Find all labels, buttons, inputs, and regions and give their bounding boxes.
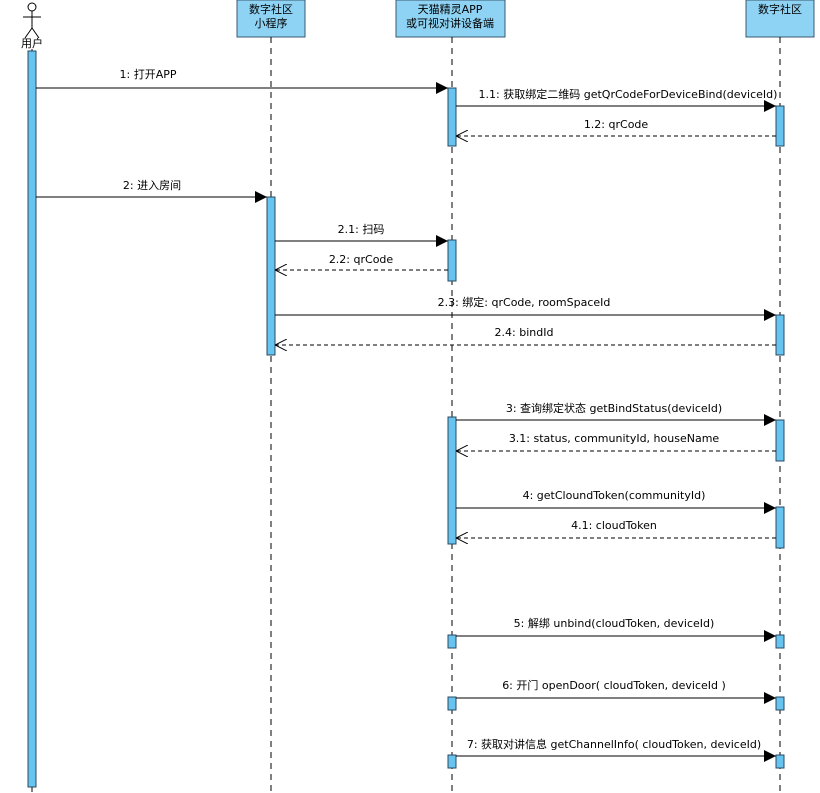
- message-2-3: 2.3: 绑定: qrCode, roomSpaceId: [275, 295, 776, 321]
- participant-label-line1: 数字社区: [249, 2, 293, 16]
- actor-head-icon: [27, 2, 37, 12]
- activation-bar: [447, 754, 457, 769]
- activation-bar: [447, 416, 457, 545]
- message-2-1: 2.1: 扫码: [275, 223, 448, 247]
- activation-bar: [266, 196, 276, 356]
- activation-bar: [27, 50, 37, 788]
- message-1-1: 1.1: 获取绑定二维码 getQrCodeForDeviceBind(devi…: [456, 87, 778, 112]
- participant-label-line1: 数字社区: [758, 2, 802, 16]
- message-label: 2: 进入房间: [123, 179, 181, 192]
- activation-bar: [775, 419, 785, 462]
- activation-bars: [27, 50, 785, 788]
- message-label: 1.1: 获取绑定二维码 getQrCodeForDeviceBind(devi…: [479, 87, 778, 101]
- activation-bar: [447, 696, 457, 711]
- message-6: 6: 开门 openDoor( cloudToken, deviceId ): [456, 678, 776, 704]
- message-label: 1: 打开APP: [120, 67, 177, 81]
- message-label: 4: getCloundToken(communityId): [523, 489, 706, 502]
- message-label: 2.3: 绑定: qrCode, roomSpaceId: [438, 295, 611, 309]
- message-4-1: 4.1: cloudToken: [456, 519, 776, 538]
- participant-mini-program: 数字社区 小程序: [236, 0, 306, 38]
- message-2-4: 2.4: bindId: [275, 326, 776, 345]
- activation-bar: [447, 239, 457, 282]
- activation-bar: [775, 506, 785, 549]
- participant-label-line1: 天猫精灵APP: [418, 3, 483, 16]
- message-3: 3: 查询绑定状态 getBindStatus(deviceId): [456, 401, 776, 426]
- activation-bar: [447, 634, 457, 649]
- actor-user: 用户: [21, 2, 43, 50]
- message-label: 1.2: qrCode: [584, 118, 649, 131]
- activation-bar: [775, 314, 785, 356]
- message-label: 7: 获取对讲信息 getChannelInfo( cloudToken, de…: [467, 737, 761, 751]
- message-label: 3: 查询绑定状态 getBindStatus(deviceId): [506, 401, 722, 415]
- message-label: 2.4: bindId: [495, 326, 554, 339]
- participant-label-line2: 或可视对讲设备端: [406, 16, 494, 30]
- message-7: 7: 获取对讲信息 getChannelInfo( cloudToken, de…: [456, 737, 776, 762]
- activation-bar: [775, 634, 785, 649]
- message-label: 6: 开门 openDoor( cloudToken, deviceId ): [502, 678, 726, 692]
- message-label: 5: 解绑 unbind(cloudToken, deviceId): [514, 616, 715, 630]
- participant-tmall-app: 天猫精灵APP 或可视对讲设备端: [395, 0, 506, 38]
- message-4: 4: getCloundToken(communityId): [456, 489, 776, 514]
- message-2: 2: 进入房间: [36, 179, 267, 203]
- message-label: 2.1: 扫码: [338, 223, 385, 236]
- message-label: 4.1: cloudToken: [571, 519, 657, 532]
- message-label: 2.2: qrCode: [329, 253, 394, 266]
- message-1-2: 1.2: qrCode: [456, 118, 776, 136]
- participant-label-line2: 小程序: [255, 16, 288, 30]
- message-1: 1: 打开APP: [36, 67, 448, 94]
- activation-bar: [447, 87, 457, 147]
- message-5: 5: 解绑 unbind(cloudToken, deviceId): [456, 616, 776, 642]
- activation-bar: [775, 105, 785, 147]
- message-3-1: 3.1: status, communityId, houseName: [456, 432, 776, 451]
- activation-bar: [775, 754, 785, 769]
- actor-label: 用户: [21, 36, 43, 50]
- participant-digital-community: 数字社区: [745, 0, 815, 38]
- message-2-2: 2.2: qrCode: [275, 253, 448, 270]
- activation-bar: [775, 696, 785, 711]
- message-label: 3.1: status, communityId, houseName: [509, 432, 720, 445]
